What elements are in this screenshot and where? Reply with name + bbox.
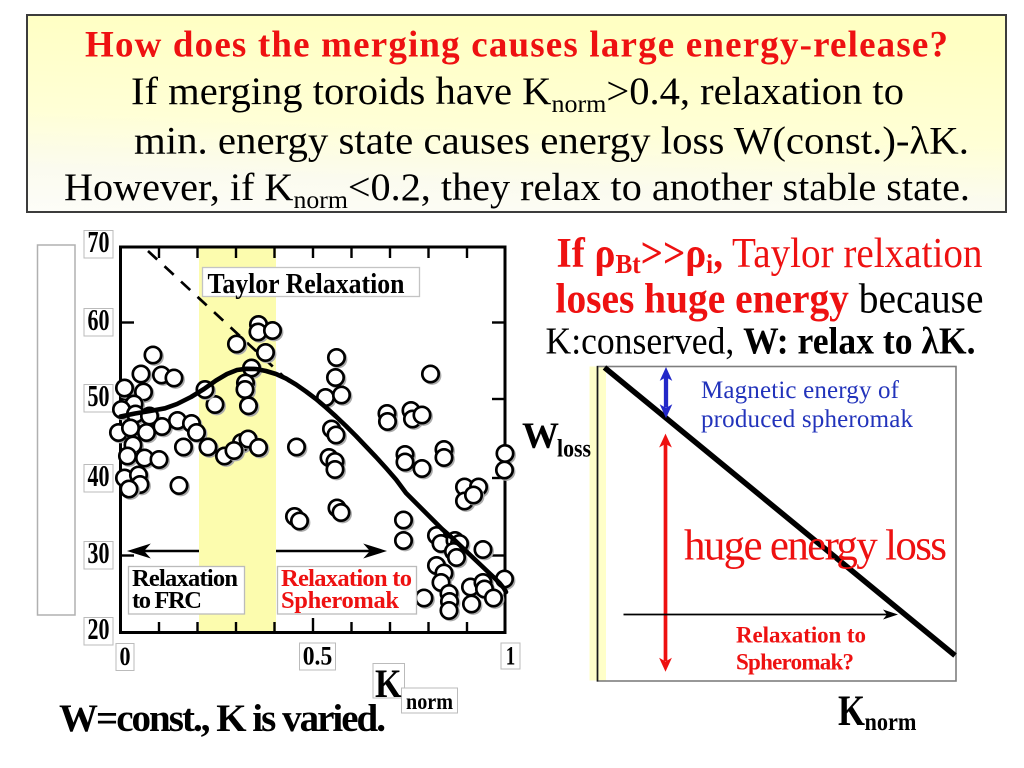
svg-text:30: 30	[88, 535, 110, 570]
svg-text:Magnetic energy of: Magnetic energy of	[701, 377, 900, 404]
svg-text:20: 20	[88, 611, 110, 646]
svg-text:huge energy loss: huge energy loss	[684, 523, 947, 570]
svg-text:Relaxation to: Relaxation to	[281, 565, 412, 592]
svg-text:Relaxation to: Relaxation to	[736, 623, 866, 648]
svg-text:40: 40	[88, 458, 110, 493]
svg-text:K: K	[375, 661, 402, 706]
svg-text:50: 50	[88, 378, 110, 413]
svg-text:60: 60	[88, 302, 110, 337]
svg-text:70: 70	[88, 224, 110, 259]
svg-text:If ρBt>>ρi, Taylor relxation: If ρBt>>ρi, Taylor relxation	[557, 231, 983, 279]
svg-text:W: W	[522, 416, 559, 457]
svg-text:0: 0	[120, 642, 131, 671]
svg-text:min. energy state causes energ: min. energy state causes energy loss W(c…	[134, 120, 969, 163]
svg-text:How does the merging causes la: How does the merging causes large energy…	[85, 25, 948, 66]
svg-text:norm: norm	[406, 689, 453, 714]
svg-text:K: K	[838, 688, 865, 735]
svg-text:0.5: 0.5	[303, 642, 333, 671]
svg-text:1: 1	[506, 642, 516, 671]
svg-text:loses huge energy because: loses huge energy because	[556, 276, 984, 322]
svg-text:Relaxation: Relaxation	[132, 565, 238, 592]
svg-text:Taylor Relaxation: Taylor Relaxation	[208, 269, 405, 300]
svg-text:Spheromak: Spheromak	[281, 587, 399, 614]
svg-text:produced spheromak: produced spheromak	[701, 406, 914, 433]
svg-text:loss: loss	[557, 436, 591, 463]
svg-text:Spheromak?: Spheromak?	[736, 650, 854, 675]
svg-text:K:conserved, W: relax to λK.: K:conserved, W: relax to λK.	[546, 321, 976, 363]
svg-text:W=const., K is varied.: W=const., K is varied.	[59, 697, 386, 740]
svg-text:to FRC: to FRC	[132, 587, 202, 614]
svg-text:norm: norm	[865, 709, 917, 736]
